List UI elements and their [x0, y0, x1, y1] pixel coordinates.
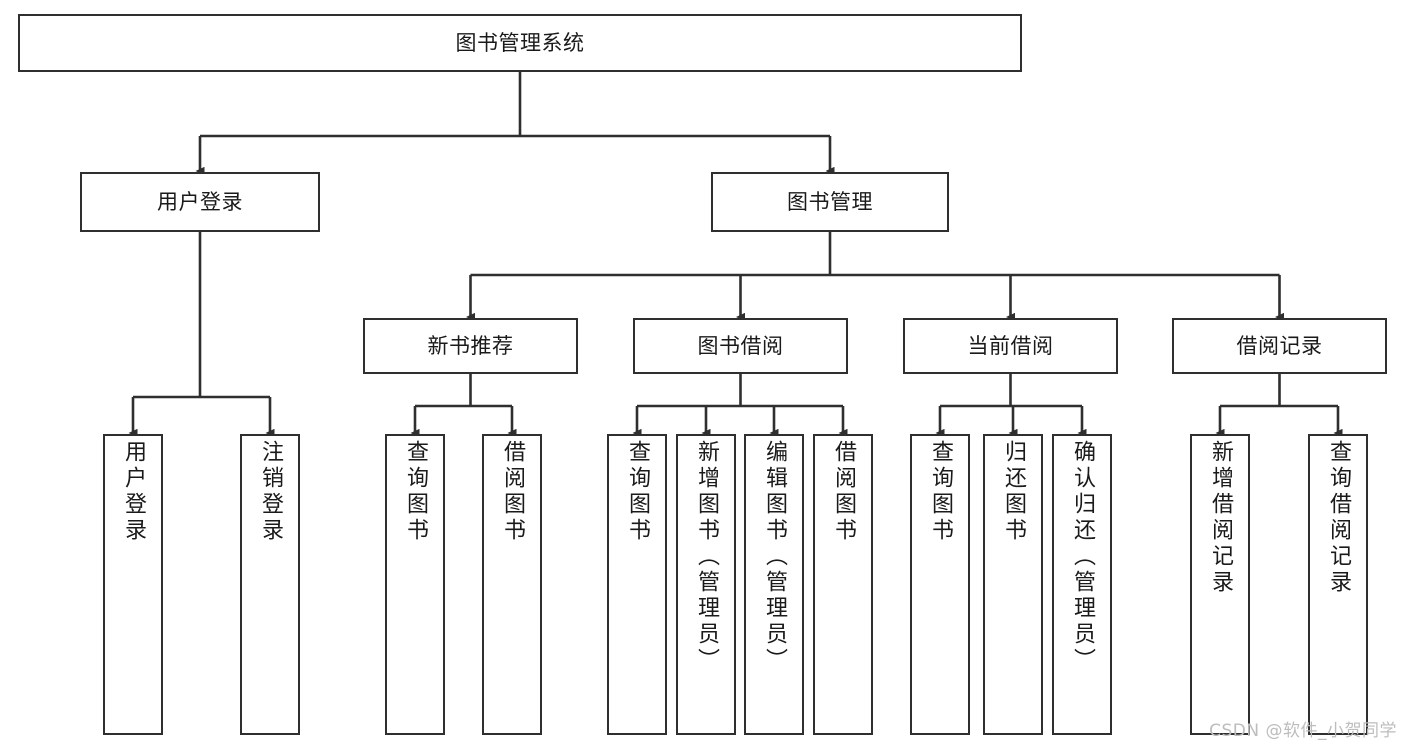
node-label-book-borrow: 图书借阅	[697, 333, 784, 358]
node-leaf-query-book-1[interactable]: 查询图书	[385, 434, 445, 735]
node-label-user-login: 用户登录	[157, 189, 243, 214]
node-label-leaf-return-book: 归还图书	[1001, 440, 1026, 544]
node-label-leaf-query-book-3: 查询图书	[928, 440, 953, 544]
node-label-borrow-record: 借阅记录	[1236, 333, 1323, 358]
node-label-book-manage: 图书管理	[787, 189, 873, 214]
node-label-leaf-add-record: 新增借阅记录	[1208, 440, 1233, 596]
node-leaf-query-book-2[interactable]: 查询图书	[607, 434, 667, 735]
node-leaf-add-record[interactable]: 新增借阅记录	[1190, 434, 1250, 735]
node-label-leaf-confirm-return: 确认归还（管理员）	[1070, 440, 1095, 674]
node-leaf-borrow-book-2[interactable]: 借阅图书	[813, 434, 873, 735]
node-leaf-user-login[interactable]: 用户登录	[103, 434, 163, 735]
node-book-borrow[interactable]: 图书借阅	[633, 318, 848, 374]
node-current-borrow[interactable]: 当前借阅	[903, 318, 1118, 374]
node-user-login[interactable]: 用户登录	[80, 172, 320, 232]
node-label-leaf-user-login: 用户登录	[121, 440, 146, 544]
node-leaf-query-record[interactable]: 查询借阅记录	[1308, 434, 1368, 735]
node-label-new-book-recommend: 新书推荐	[427, 333, 514, 358]
node-leaf-edit-book[interactable]: 编辑图书（管理员）	[744, 434, 804, 735]
node-leaf-add-book[interactable]: 新增图书（管理员）	[676, 434, 736, 735]
node-leaf-query-book-3[interactable]: 查询图书	[910, 434, 970, 735]
node-label-current-borrow: 当前借阅	[967, 333, 1054, 358]
csdn-watermark: CSDN @软件_小贺同学	[1209, 721, 1397, 741]
node-leaf-confirm-return[interactable]: 确认归还（管理员）	[1052, 434, 1112, 735]
node-label-leaf-edit-book: 编辑图书（管理员）	[762, 440, 787, 674]
node-label-leaf-query-book-1: 查询图书	[403, 440, 428, 544]
node-root[interactable]: 图书管理系统	[18, 14, 1022, 72]
node-new-book-recommend[interactable]: 新书推荐	[363, 318, 578, 374]
node-label-leaf-borrow-book-2: 借阅图书	[831, 440, 856, 544]
node-label-leaf-user-logout: 注销登录	[258, 440, 283, 544]
node-label-leaf-add-book: 新增图书（管理员）	[694, 440, 719, 674]
node-leaf-borrow-book-1[interactable]: 借阅图书	[482, 434, 542, 735]
node-borrow-record[interactable]: 借阅记录	[1172, 318, 1387, 374]
node-label-leaf-query-record: 查询借阅记录	[1326, 440, 1351, 596]
node-label-leaf-query-book-2: 查询图书	[625, 440, 650, 544]
node-label-root: 图书管理系统	[455, 30, 585, 55]
node-leaf-user-logout[interactable]: 注销登录	[240, 434, 300, 735]
node-book-manage[interactable]: 图书管理	[711, 172, 949, 232]
node-label-leaf-borrow-book-1: 借阅图书	[500, 440, 525, 544]
node-leaf-return-book[interactable]: 归还图书	[983, 434, 1043, 735]
